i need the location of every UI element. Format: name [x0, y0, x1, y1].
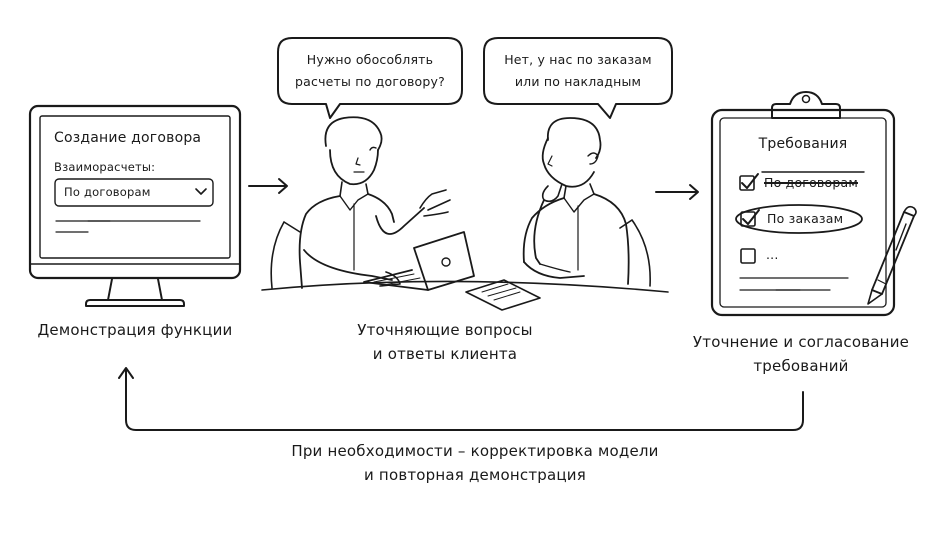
document-icon — [465, 279, 541, 311]
requirements-caption-line-1: Уточнение и согласование — [692, 333, 910, 351]
checkbox-icon — [739, 175, 755, 191]
checkmark-icon — [741, 173, 759, 189]
requirement-item-more: ... — [766, 247, 779, 262]
person-client-icon — [522, 117, 630, 285]
person-consultant-icon — [298, 116, 451, 289]
clipboard-icon — [710, 91, 896, 317]
arrow-right-icon — [655, 184, 699, 200]
monitor-icon — [28, 104, 242, 307]
meeting-caption-line-1: Уточняющие вопросы — [357, 321, 533, 339]
requirements-title: Требования — [758, 136, 848, 152]
loop-caption-line-2: и повторная демонстрация — [364, 466, 586, 484]
laptop-icon — [363, 231, 475, 291]
speech-bubble-left — [277, 37, 463, 119]
monitor-select-box — [54, 178, 214, 207]
bubble-left-line-1: Нужно обособлять — [306, 52, 434, 67]
highlight-ellipse — [735, 204, 863, 234]
requirement-item-selected: По заказам — [767, 211, 844, 226]
requirement-item-struck: По договорам — [764, 175, 858, 190]
bubble-left-line-2: расчеты по договору? — [295, 74, 445, 89]
settlements-select-value: По договорам — [64, 185, 151, 199]
requirements-caption-line-2: требований — [753, 357, 849, 375]
bubble-right-line-2: или по накладным — [514, 74, 642, 89]
speech-bubble-right — [483, 37, 673, 119]
arrow-right-icon — [248, 178, 288, 194]
bubble-right-line-1: Нет, у нас по заказам — [504, 52, 652, 67]
meeting-illustration — [261, 116, 669, 311]
monitor-caption: Демонстрация функции — [37, 321, 233, 339]
checkbox-icon — [740, 248, 756, 264]
checkmark-icon — [742, 209, 760, 225]
monitor-window-title: Создание договора — [54, 130, 202, 146]
loop-caption-line-1: При необходимости – корректировка модели — [291, 442, 659, 460]
meeting-caption-line-2: и ответы клиента — [372, 345, 518, 363]
settlements-field-label: Взаиморасчеты: — [54, 160, 156, 174]
chevron-down-icon — [195, 188, 207, 195]
feedback-loop-arrow — [118, 367, 804, 431]
checkbox-icon — [740, 211, 756, 227]
pen-icon — [867, 205, 917, 305]
